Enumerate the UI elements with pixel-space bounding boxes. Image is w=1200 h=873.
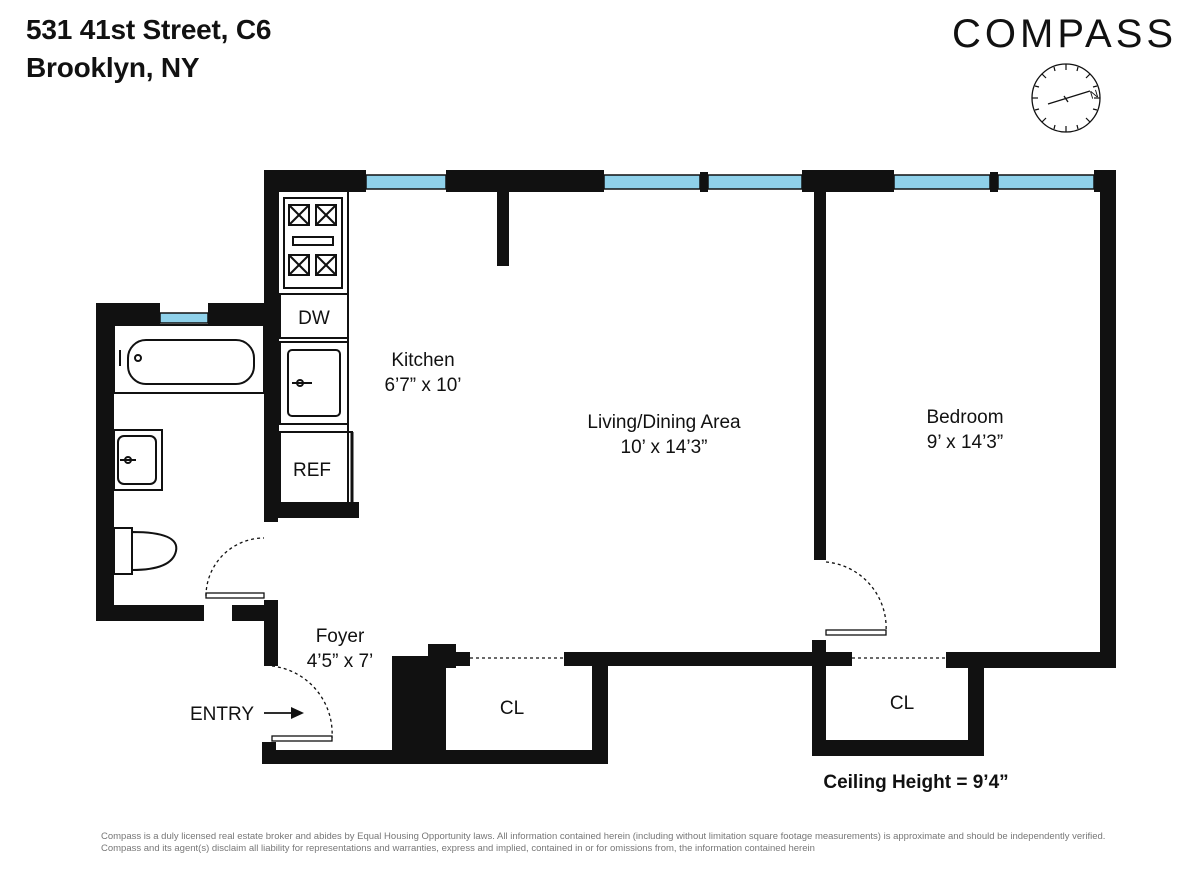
foyer-size: 4’5” x 7’ — [307, 651, 374, 672]
north-label: N — [1089, 88, 1100, 102]
bathroom-door-icon — [205, 592, 265, 599]
bathroom-sink-icon — [113, 429, 163, 491]
dishwasher-label: DW — [298, 308, 330, 329]
kitchen-label: Kitchen — [391, 350, 454, 371]
kitchen-size: 6’7” x 10’ — [384, 375, 461, 396]
bathtub-icon — [113, 324, 265, 394]
foyer-label: Foyer — [316, 626, 365, 647]
dishwasher: DW — [279, 293, 349, 339]
entry-arrow-icon — [264, 707, 304, 719]
stove-icon — [283, 197, 343, 289]
address-line-city: Brooklyn, NY — [26, 52, 200, 83]
bedroom-size: 9’ x 14’3” — [927, 432, 1003, 453]
compass-rose-icon: N — [1031, 63, 1101, 133]
disclaimer-text: Compass is a duly licensed real estate b… — [101, 831, 1106, 854]
ceiling-height-label: Ceiling Height = 9’4” — [823, 772, 1008, 793]
doors — [205, 537, 946, 742]
entry-label: ENTRY — [190, 704, 254, 725]
living-size: 10’ x 14’3” — [621, 437, 708, 458]
refrigerator: REF — [279, 431, 354, 505]
refrigerator-label: REF — [293, 460, 331, 481]
walls — [96, 170, 1116, 764]
kitchen-sink-icon — [279, 341, 349, 425]
bedroom-label: Bedroom — [926, 407, 1003, 428]
brand-logo: COMPASS — [952, 12, 1178, 56]
toilet-icon — [113, 527, 178, 575]
address-line-street: 531 41st Street, C6 — [26, 14, 272, 45]
living-label: Living/Dining Area — [587, 412, 741, 433]
bedroom-door-icon — [825, 629, 887, 636]
entry-door-icon — [271, 735, 333, 742]
closet-left-label: CL — [500, 698, 524, 719]
closet-right-label: CL — [890, 693, 914, 714]
